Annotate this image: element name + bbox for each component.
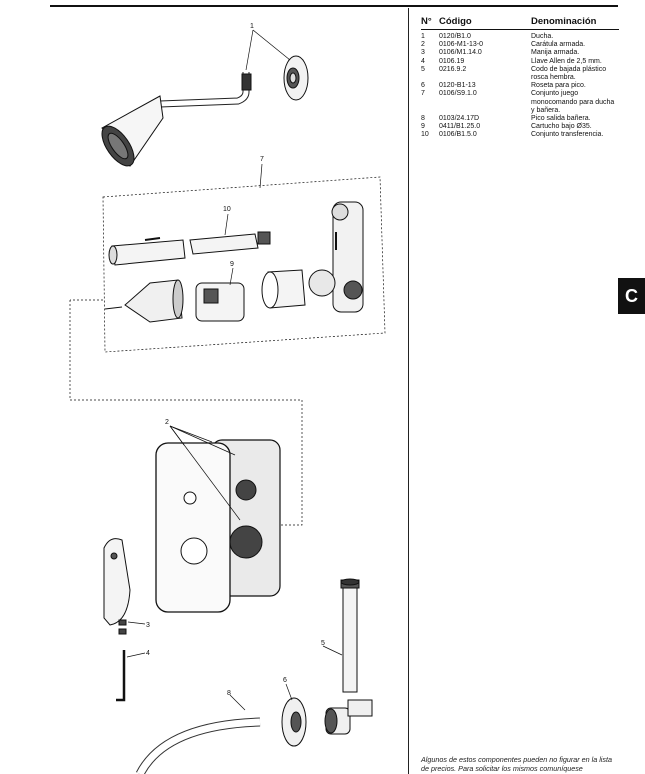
- row-name: Conjunto transferencia.: [531, 131, 604, 139]
- callout-3: 3: [146, 622, 150, 629]
- callout-8: 8: [227, 690, 231, 697]
- header-code: Código: [439, 16, 472, 27]
- callout-2: 2: [165, 419, 169, 426]
- valve-set-frame: [102, 176, 386, 353]
- elbow: [340, 578, 360, 693]
- row-code: 0120-B1-13: [439, 82, 476, 90]
- row-number: 8: [421, 115, 425, 123]
- callout-7: 7: [260, 156, 264, 163]
- shower-head: [101, 72, 252, 167]
- shower-rosette: [283, 55, 309, 101]
- row-code: 0106/B1.5.0: [439, 131, 477, 139]
- table-row: 4 0106.19 Llave Allen de 2,5 mm.: [421, 58, 619, 66]
- row-code: 0106.19: [439, 57, 465, 65]
- row-code: 0106/M1.14.0: [439, 49, 482, 57]
- spout-rosette: [281, 697, 307, 747]
- row-code: 0103/24.17D: [439, 115, 480, 123]
- callout-5: 5: [321, 640, 325, 647]
- exploded-diagram: 1 7 10 9 2 3 4 5 6 8: [69, 23, 386, 774]
- cartridge: [195, 282, 245, 322]
- row-number: 3: [421, 49, 425, 57]
- row-name: Cartucho bajo Ø35.: [531, 123, 592, 131]
- table-row: 7 0106/S9.1.0 Conjunto juego monocomando p…: [421, 90, 619, 115]
- row-number: 9: [421, 123, 425, 131]
- column-divider: [408, 8, 409, 774]
- row-code: 0120/B1.0: [439, 33, 471, 40]
- callout-6: 6: [283, 677, 287, 684]
- parts-table-header: N° Código Denominación: [421, 16, 619, 30]
- face-plate: [155, 439, 281, 613]
- top-rule: [50, 5, 618, 7]
- row-name: Manija armada.: [531, 49, 580, 57]
- handle-cap: [104, 279, 184, 323]
- row-name: Carátula armada.: [531, 41, 586, 49]
- row-name: Pico salida bañera.: [531, 115, 591, 123]
- table-row: 1 0120/B1.0 Ducha.: [421, 33, 619, 41]
- row-number: 5: [421, 65, 425, 73]
- row-number: 6: [421, 82, 425, 90]
- callout-4: 4: [146, 650, 150, 657]
- row-code: 0106/S9.1.0: [439, 90, 477, 98]
- table-row: 3 0106/M1.14.0 Manija armada.: [421, 49, 619, 57]
- spout: [135, 717, 261, 774]
- header-name: Denominación: [531, 16, 597, 27]
- callout-9: 9: [230, 261, 234, 268]
- row-number: 4: [421, 57, 425, 65]
- footnote: Algunos de estos componentes pueden no f…: [421, 755, 612, 773]
- row-code: 0216.9.2: [439, 65, 467, 73]
- table-row: 6 0120-B1-13 Roseta para pico.: [421, 82, 619, 90]
- allen-key: [116, 650, 126, 702]
- row-name: Llave Allen de 2,5 mm.: [531, 57, 602, 65]
- table-row: 10 0106/B1.5.0 Conjunto transferencia.: [421, 131, 619, 139]
- callout-1: 1: [250, 23, 254, 30]
- row-number: 7: [421, 90, 425, 98]
- table-row: 8 0103/24.17D Pico salida bañera.: [421, 115, 619, 123]
- table-row: 2 0106-M1-13-0 Carátula armada.: [421, 41, 619, 49]
- table-row: 5 0216.9.2 Codo de bajada plástico rosca h…: [421, 66, 619, 82]
- diverter-fitting: [324, 699, 373, 735]
- row-code: 0411/B1.25.0: [439, 123, 481, 131]
- parts-table-body: 1 0120/B1.0 Ducha. 2 0106-M1-13-0 Carátula ar…: [421, 33, 619, 140]
- section-tab: C: [618, 278, 645, 314]
- connection-line: [69, 300, 303, 526]
- callout-10: 10: [223, 206, 231, 213]
- transfer-set: [108, 231, 271, 266]
- row-name: Codo de bajada plástico rosca hembra.: [531, 65, 607, 82]
- row-number: 2: [421, 41, 425, 49]
- table-row: 9 0411/B1.25.0 Cartucho bajo Ø35.: [421, 123, 619, 131]
- header-number: N°: [421, 16, 432, 27]
- row-code: 0106-M1-13-0: [439, 41, 483, 49]
- mixer-handle: [103, 538, 131, 635]
- valve-body: [308, 201, 364, 313]
- row-number: 10: [421, 131, 429, 139]
- row-name: Conjunto juego monocomando para ducha y …: [531, 90, 615, 114]
- row-name: Roseta para pico.: [531, 82, 586, 90]
- sleeve: [261, 269, 306, 309]
- row-number: 1: [421, 33, 425, 40]
- row-name: Ducha.: [531, 33, 554, 40]
